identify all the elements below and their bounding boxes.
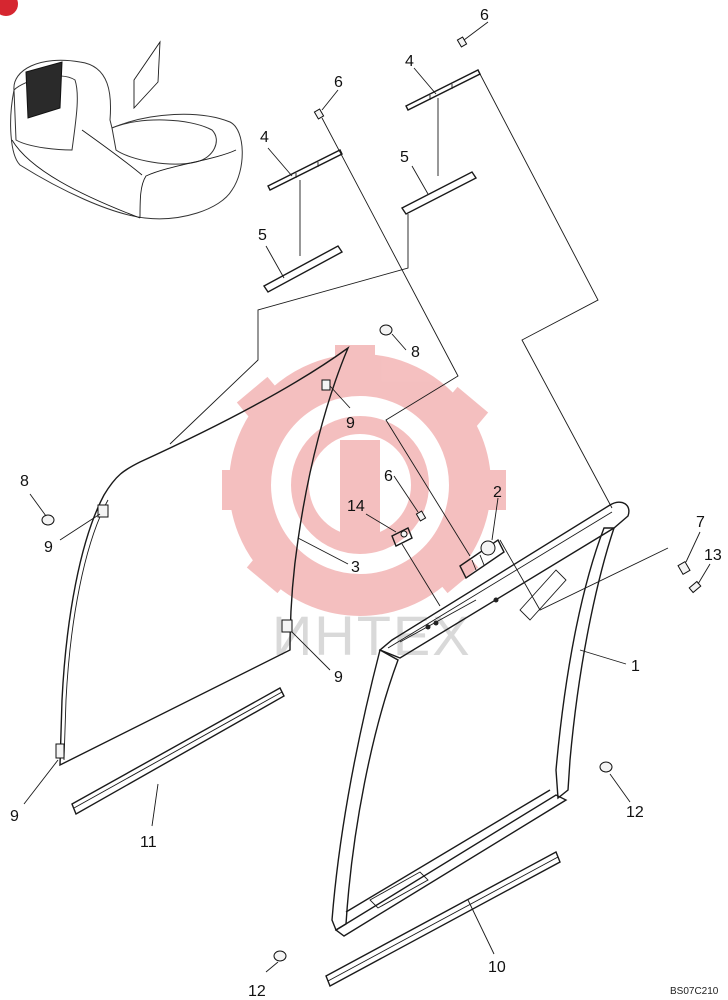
callout-12b: 12 <box>248 983 266 1000</box>
part-13-pin <box>688 580 702 594</box>
callout-12a: 12 <box>626 804 644 821</box>
callout-6c: 6 <box>384 468 393 485</box>
watermark-text: ИНТЕХ <box>272 604 472 667</box>
callout-11: 11 <box>140 834 157 851</box>
callout-8b: 8 <box>20 473 29 490</box>
part-10-seal-strip <box>325 851 561 987</box>
part-14-bracket <box>391 527 413 547</box>
callout-3: 3 <box>351 559 360 576</box>
corner-badge <box>0 0 18 16</box>
watermark-gear <box>222 345 506 616</box>
part-4-track-left <box>267 149 343 191</box>
callout-9d: 9 <box>10 808 19 825</box>
callout-8a: 8 <box>411 344 420 361</box>
callout-10: 10 <box>488 959 506 976</box>
callout-4b: 4 <box>405 53 414 70</box>
callout-14: 14 <box>347 498 365 515</box>
part-12-bumpers <box>273 761 613 962</box>
callout-13: 13 <box>704 547 722 564</box>
callout-9b: 9 <box>44 539 53 556</box>
part-7-screw <box>677 560 691 576</box>
part-5-strip-right <box>400 171 478 215</box>
drawing-code: BS07C210 <box>670 986 719 997</box>
leader-lines <box>23 21 711 973</box>
part-1-door-frame <box>331 501 630 937</box>
callout-6a: 6 <box>480 7 489 24</box>
part-2-latch <box>459 538 505 580</box>
part-8-bumpers <box>41 324 393 526</box>
callout-9c: 9 <box>334 669 343 686</box>
callout-5a: 5 <box>258 227 267 244</box>
part-5-strip-left <box>262 245 344 293</box>
part-3-side-glass <box>59 345 350 767</box>
callout-5b: 5 <box>400 149 409 166</box>
part-4-track-right <box>405 69 481 111</box>
cab-thumbnail <box>10 40 243 220</box>
callout-labels: 6 4 6 4 5 5 8 9 6 8 2 14 7 9 13 3 1 9 12… <box>10 7 722 1000</box>
part-11-seal-strip <box>71 687 285 816</box>
callout-1: 1 <box>631 658 640 675</box>
callout-6b: 6 <box>334 74 343 91</box>
callout-7: 7 <box>696 514 705 531</box>
clip-9-group <box>55 379 331 759</box>
callout-4a: 4 <box>260 129 269 146</box>
part-6-screws <box>313 36 468 522</box>
callout-9a: 9 <box>346 415 355 432</box>
callout-2: 2 <box>493 484 502 501</box>
